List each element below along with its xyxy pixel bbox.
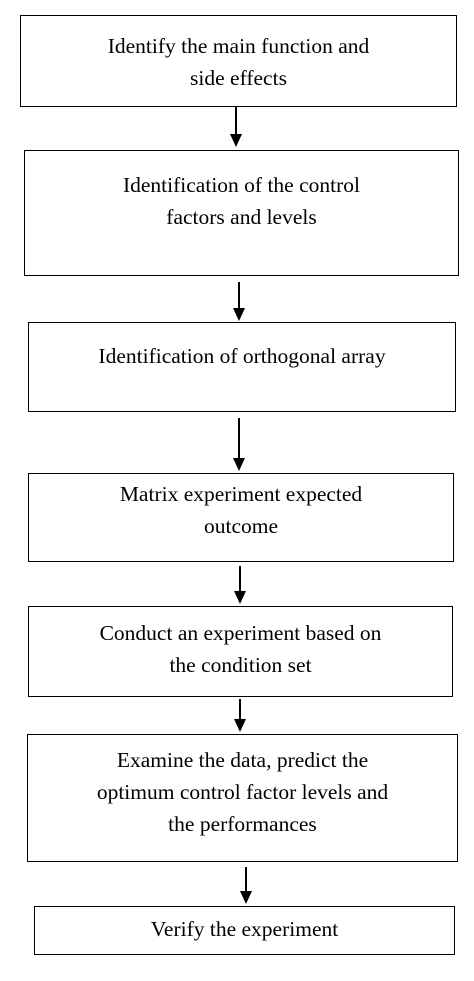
step-5-text-line-2: the condition set [169,653,312,677]
step-7-text-line-1: Verify the experiment [150,917,339,941]
step-2-text-line-2: factors and levels [166,205,317,229]
step-box-matrix-experiment: Matrix experiment expected outcome [28,473,454,562]
step-6-text-line-2: optimum control factor levels and [96,780,389,804]
arrow-2-to-3 [233,282,245,321]
arrow-4-to-5 [234,566,246,604]
arrow-1-to-2 [230,107,242,147]
step-5-text-line-1: Conduct an experiment based on [99,621,382,645]
step-box-examine-data: Examine the data, predict the optimum co… [27,734,458,862]
step-box-identify-control-factors: Identification of the control factors an… [24,150,459,276]
step-2-text-line-1: Identification of the control [122,173,360,197]
arrow-3-to-4 [233,418,245,471]
step-box-verify-experiment: Verify the experiment [34,906,455,955]
arrow-5-to-6 [234,699,246,732]
step-box-conduct-experiment: Conduct an experiment based on the condi… [28,606,453,697]
step-6-text-line-3: the performances [168,812,317,836]
step-4-text-line-2: outcome [203,514,279,538]
step-box-identify-orthogonal-array: Identification of orthogonal array [28,322,456,412]
step-1-text-line-1: Identify the main function and [107,34,370,58]
step-4-text-line-1: Matrix experiment expected [119,482,363,506]
step-3-text-line-1: Identification of orthogonal array [98,344,386,368]
arrow-6-to-7 [240,867,252,904]
step-6-text-line-1: Examine the data, predict the [116,748,369,772]
step-1-text-line-2: side effects [190,66,287,90]
step-box-identify-main-function: Identify the main function and side effe… [20,15,457,107]
